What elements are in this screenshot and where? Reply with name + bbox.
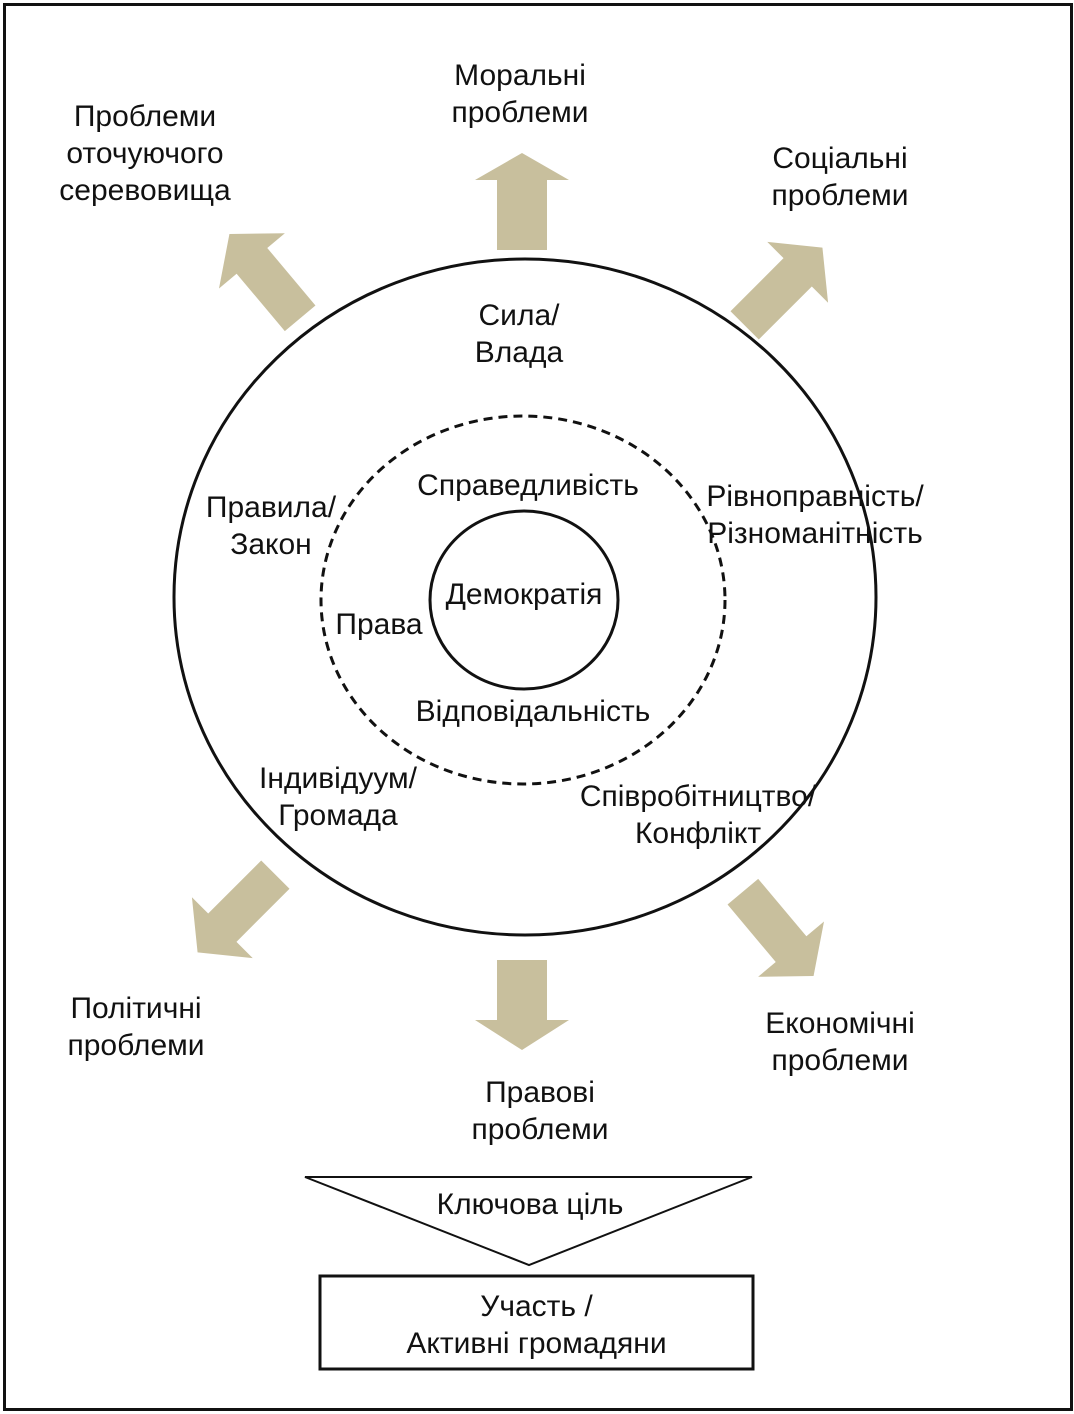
outer-circle (172, 257, 878, 937)
environment-problems-label: Проблеми оточуючого серевовища (30, 98, 260, 209)
label-line: Моральні (454, 59, 586, 92)
arrow-upright-social (730, 241, 829, 340)
label-line: Правові (485, 1076, 595, 1109)
label-line: Влада (474, 336, 564, 369)
responsibility-label: Відповідальність (415, 695, 651, 728)
key-goal-funnel (304, 1176, 753, 1267)
political-problems-label: Політичні проблеми (36, 990, 236, 1064)
rights-label: Права (335, 608, 423, 641)
label-line: Правила/ (205, 491, 337, 524)
moral-problems-label: Моральні проблеми (420, 57, 620, 131)
label-line: Проблеми (73, 100, 217, 133)
label-line: Участь / (480, 1290, 593, 1323)
label-line: Сила/ (478, 299, 560, 332)
goal-box-text: Участь / Активні громадяни (320, 1288, 753, 1362)
arrow-downleft-political (191, 860, 290, 959)
label-line: Економічні (765, 1007, 915, 1040)
label-line: Громада (278, 799, 398, 832)
label-line: проблеми (67, 1029, 205, 1062)
label-line: Конфлікт (634, 817, 762, 850)
rules-law-label: Правила/ Закон (186, 489, 356, 563)
equality-diversity-label: Рівноправність/ Різноманітність (690, 478, 940, 552)
democracy-label: Демократія (445, 578, 603, 611)
label-line: Політичні (70, 992, 202, 1025)
cooperation-conflict-label: Співробітництво/ Конфлікт (560, 778, 836, 852)
arrow-up-moral (475, 153, 569, 250)
label-line: Різноманітність (707, 517, 923, 550)
label-line: Рівноправність/ (706, 480, 924, 513)
label-line: Соціальні (772, 142, 908, 175)
label-line: проблеми (451, 96, 589, 129)
arrow-upleft-environment (218, 233, 316, 332)
individual-community-label: Індивідуум/ Громада (238, 760, 438, 834)
label-line: Активні громадяни (406, 1327, 667, 1360)
middle-dashed-circle (319, 414, 727, 786)
label-line: Співробітництво/ (579, 780, 817, 813)
inner-circle (428, 509, 620, 691)
label-line: Індивідуум/ (259, 762, 417, 795)
label-line: проблеми (771, 1044, 909, 1077)
legal-problems-label: Правові проблеми (440, 1074, 640, 1148)
label-line: оточуючого (66, 137, 224, 170)
key-goal-label: Ключова ціль (436, 1188, 624, 1221)
label-line: серевовища (59, 174, 231, 207)
goal-box (318, 1274, 755, 1371)
economic-problems-label: Економічні проблеми (740, 1005, 940, 1079)
label-line: проблеми (471, 1113, 609, 1146)
label-line: Закон (230, 528, 312, 561)
arrow-down-legal (475, 960, 569, 1050)
label-line: проблеми (771, 179, 909, 212)
arrow-downright-economic (727, 878, 825, 977)
power-authority-label: Сила/ Влада (419, 297, 619, 371)
justice-label: Справедливість (417, 469, 639, 502)
social-problems-label: Соціальні проблеми (740, 140, 940, 214)
